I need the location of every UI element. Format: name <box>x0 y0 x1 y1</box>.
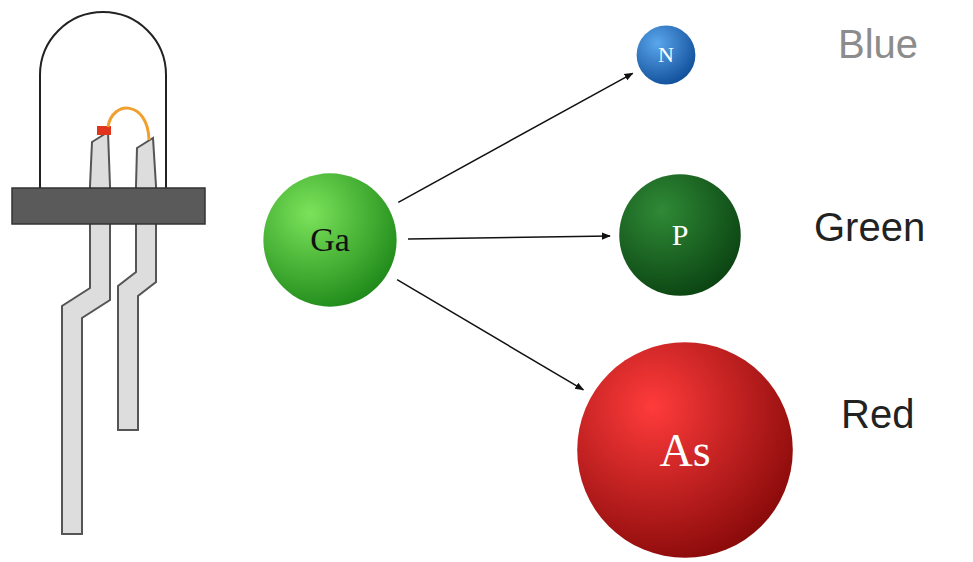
color-label: Red <box>841 392 914 437</box>
color-label: Blue <box>838 22 918 67</box>
element-circle: As <box>575 340 795 560</box>
bond-wire <box>108 108 149 140</box>
element-circle: P <box>618 173 742 297</box>
element-symbol: N <box>658 42 674 68</box>
element-symbol: As <box>659 424 710 477</box>
element-circle: N <box>636 25 696 85</box>
reaction-arrow <box>408 236 610 239</box>
element-symbol: P <box>672 218 689 252</box>
reaction-arrow <box>397 280 583 390</box>
led-die <box>97 126 111 135</box>
element-circle: Ga <box>262 172 398 308</box>
element-symbol: Ga <box>310 221 350 259</box>
led-lead-short <box>118 138 156 430</box>
led-base <box>12 188 205 224</box>
color-label: Green <box>814 205 925 250</box>
reaction-arrow <box>398 73 632 202</box>
